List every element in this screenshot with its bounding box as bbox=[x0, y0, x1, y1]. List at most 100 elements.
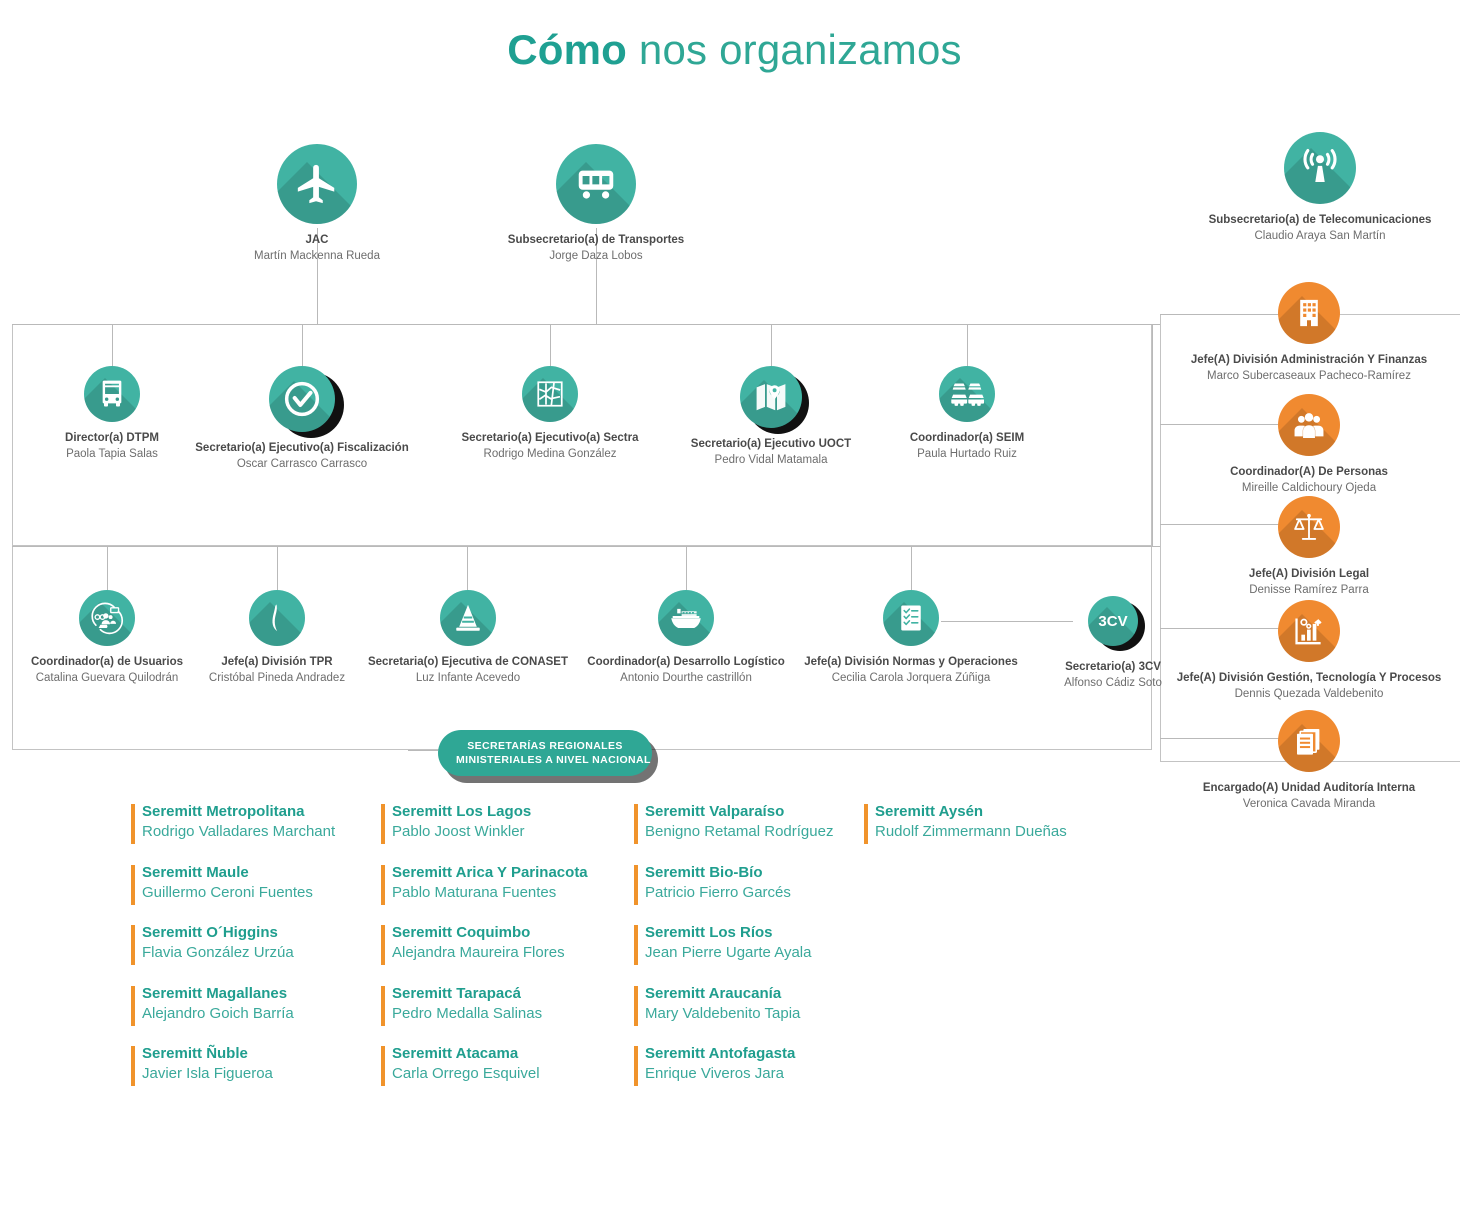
node-jac[interactable]: JAC Martín Mackenna Rueda bbox=[217, 144, 417, 264]
node-subsecretario-transportes[interactable]: Subsecretario(a) de Transportes Jorge Da… bbox=[446, 144, 746, 264]
node-secretario-3cv[interactable]: 3CV Secretario(a) 3CV Alfonso Cádiz Soto bbox=[1033, 596, 1193, 691]
right-branch-3 bbox=[1160, 524, 1308, 525]
seremitt-person: Patricio Fierro Garcés bbox=[645, 883, 791, 901]
chile-map-icon bbox=[249, 590, 305, 646]
connector-row1-bus bbox=[12, 324, 1160, 325]
right-branch-4 bbox=[1160, 628, 1308, 629]
node-person: Jorge Daza Lobos bbox=[549, 250, 643, 263]
node-jefe-admin-finanzas[interactable]: Jefe(A) División Administración Y Finanz… bbox=[1148, 282, 1469, 384]
checklist-icon bbox=[883, 590, 939, 646]
node-encargado-auditoria-interna[interactable]: Encargado(A) Unidad Auditoría Interna Ve… bbox=[1148, 710, 1469, 812]
node-jefe-gestion-tecnologia-procesos[interactable]: Jefe(A) División Gestión, Tecnología Y P… bbox=[1148, 600, 1469, 702]
node-secretario-sectra[interactable]: Secretario(a) Ejecutivo(a) Sectra Rodrig… bbox=[435, 366, 665, 462]
connector-row1-drop-1 bbox=[112, 324, 113, 366]
connector-row1-drop-3 bbox=[550, 324, 551, 366]
node-coordinador-personas[interactable]: Coordinador(A) De Personas Mireille Cald… bbox=[1148, 394, 1469, 496]
seremitt-region: Seremitt Valparaíso bbox=[645, 803, 785, 820]
list-item[interactable]: Seremitt Coquimbo Alejandra Maureira Flo… bbox=[381, 923, 631, 965]
node-person: Martín Mackenna Rueda bbox=[254, 250, 380, 263]
node-role: Secretario(a) 3CV bbox=[1065, 661, 1161, 673]
traffic-cars-icon bbox=[939, 366, 995, 422]
node-role: Subsecretario(a) de Transportes bbox=[507, 234, 685, 246]
list-item[interactable]: Seremitt Ñuble Javier Isla Figueroa bbox=[131, 1044, 381, 1086]
list-item[interactable]: Seremitt Atacama Carla Orrego Esquivel bbox=[381, 1044, 631, 1086]
seremitt-person: Carla Orrego Esquivel bbox=[392, 1065, 540, 1083]
seremitt-person: Mary Valdebenito Tapia bbox=[645, 1004, 801, 1022]
node-role: Director(a) DTPM bbox=[65, 432, 159, 444]
list-item[interactable]: Seremitt Bio-Bío Patricio Fierro Garcés bbox=[634, 863, 884, 904]
seremitt-region: Seremitt Magallanes bbox=[142, 984, 288, 1002]
list-item[interactable]: Seremitt Araucanía Mary Valdebenito Tapi… bbox=[634, 984, 884, 1025]
list-item[interactable]: Seremitt Antofagasta Enrique Viveros Jar… bbox=[634, 1044, 884, 1086]
node-coordinador-desarrollo-logistico[interactable]: Coordinador(a) Desarrollo Logístico Anto… bbox=[578, 590, 794, 686]
right-branch-2 bbox=[1160, 424, 1308, 425]
scales-icon bbox=[1278, 496, 1340, 558]
list-item[interactable]: Seremitt Aysén Rudolf Zimmermann Dueñas bbox=[864, 802, 1114, 844]
pill-line-1: SECRETARÍAS REGIONALES bbox=[467, 740, 623, 752]
page-title: Cómo nos organizamos bbox=[0, 26, 1469, 74]
seremitt-region: Seremitt O´Higgins bbox=[142, 924, 278, 941]
check-shield-icon bbox=[269, 366, 335, 432]
list-item[interactable]: Seremitt Los Lagos Pablo Joost Winkler bbox=[381, 802, 631, 844]
node-role: Secretario(a) Ejecutivo(a) Sectra bbox=[461, 432, 639, 444]
node-role: Coordinador(A) De Personas bbox=[1230, 466, 1388, 478]
page-title-rest: nos organizamos bbox=[627, 26, 962, 73]
connector-subtransportes-drop bbox=[596, 228, 597, 324]
seremitt-region: Seremitt Antofagasta bbox=[645, 1045, 796, 1062]
folded-map-pin-icon bbox=[740, 366, 802, 428]
seremitt-pill[interactable]: SECRETARÍAS REGIONALES MINISTERIALES A N… bbox=[438, 730, 652, 777]
node-subsecretario-telecomunicaciones[interactable]: Subsecretario(a) de Telecomunicaciones C… bbox=[1175, 132, 1465, 244]
list-item[interactable]: Seremitt Magallanes Alejandro Goich Barr… bbox=[131, 984, 381, 1025]
node-role: Secretario(a) Ejecutivo(a) Fiscalización bbox=[195, 442, 409, 454]
node-jefe-division-tpr[interactable]: Jefe(a) División TPR Cristóbal Pineda An… bbox=[197, 590, 357, 686]
building-icon bbox=[1278, 282, 1340, 344]
node-person: Oscar Carrasco Carrasco bbox=[236, 458, 368, 471]
node-person: Paola Tapia Salas bbox=[66, 448, 158, 461]
node-person: Pedro Vidal Matamala bbox=[714, 454, 828, 467]
list-item[interactable]: Seremitt Metropolitana Rodrigo Valladare… bbox=[131, 802, 381, 844]
node-role: Jefe(A) División Gestión, Tecnología Y P… bbox=[1176, 672, 1442, 684]
seremitt-region: Seremitt Aysén bbox=[875, 803, 984, 820]
seremitt-column-4: Seremitt Aysén Rudolf Zimmermann Dueñas bbox=[864, 802, 1114, 863]
node-person: Catalina Guevara Quilodrán bbox=[35, 672, 179, 685]
list-item[interactable]: Seremitt O´Higgins Flavia González Urzúa bbox=[131, 923, 381, 965]
seremitt-person: Enrique Viveros Jara bbox=[645, 1065, 784, 1083]
node-role: Jefe(a) División TPR bbox=[221, 656, 333, 668]
node-person: Cecilia Carola Jorquera Zúñiga bbox=[831, 672, 991, 685]
node-secretaria-conaset[interactable]: Secretaria(o) Ejecutiva de CONASET Luz I… bbox=[362, 590, 574, 686]
right-branch-5 bbox=[1160, 738, 1308, 739]
seremitt-region: Seremitt Los Ríos bbox=[645, 924, 773, 941]
seremitt-person: Pablo Joost Winkler bbox=[392, 823, 525, 841]
bus-icon bbox=[556, 144, 636, 224]
node-director-dtpm[interactable]: Director(a) DTPM Paola Tapia Salas bbox=[22, 366, 202, 462]
connector-row2-drop-1 bbox=[107, 546, 108, 590]
connector-row1-drop-5 bbox=[967, 324, 968, 366]
node-role: Encargado(A) Unidad Auditoría Interna bbox=[1202, 782, 1416, 794]
connector-row2-bus bbox=[12, 546, 1160, 547]
people-group-icon bbox=[1278, 394, 1340, 456]
node-secretario-fiscalizacion[interactable]: Secretario(a) Ejecutivo(a) Fiscalización… bbox=[182, 366, 422, 472]
node-jefe-normas-operaciones[interactable]: Jefe(a) División Normas y Operaciones Ce… bbox=[793, 590, 1029, 686]
3cv-label: 3CV bbox=[1098, 612, 1128, 630]
node-role: Jefe(a) División Normas y Operaciones bbox=[804, 656, 1018, 668]
list-item[interactable]: Seremitt Maule Guillermo Ceroni Fuentes bbox=[131, 863, 381, 904]
seremitt-person: Jean Pierre Ugarte Ayala bbox=[645, 944, 812, 962]
node-person: Dennis Quezada Valdebenito bbox=[1234, 688, 1384, 701]
node-person: Antonio Dourthe castrillón bbox=[620, 672, 752, 685]
connector-row1-drop-2 bbox=[302, 324, 303, 366]
list-item[interactable]: Seremitt Los Ríos Jean Pierre Ugarte Aya… bbox=[634, 923, 884, 965]
list-item[interactable]: Seremitt Tarapacá Pedro Medalla Salinas bbox=[381, 984, 631, 1025]
list-item[interactable]: Seremitt Valparaíso Benigno Retamal Rodr… bbox=[634, 802, 884, 844]
documents-icon bbox=[1278, 710, 1340, 772]
node-role: Coordinador(a) de Usuarios bbox=[30, 656, 184, 668]
connector-row2-drop-5 bbox=[911, 546, 912, 590]
node-coordinador-seim[interactable]: Coordinador(a) SEIM Paula Hurtado Ruiz bbox=[882, 366, 1052, 462]
connector-row2-drop-2 bbox=[277, 546, 278, 590]
connector-row2-drop-4 bbox=[686, 546, 687, 590]
seremitt-region: Seremitt Maule bbox=[142, 863, 249, 881]
node-jefe-division-legal[interactable]: Jefe(A) División Legal Denisse Ramírez P… bbox=[1148, 496, 1469, 598]
node-secretario-uoct[interactable]: Secretario(a) Ejecutivo UOCT Pedro Vidal… bbox=[671, 366, 871, 468]
node-coordinador-usuarios[interactable]: Coordinador(a) de Usuarios Catalina Guev… bbox=[20, 590, 194, 686]
node-person: Mireille Caldichoury Ojeda bbox=[1241, 482, 1377, 495]
list-item[interactable]: Seremitt Arica Y Parinacota Pablo Matura… bbox=[381, 863, 631, 904]
